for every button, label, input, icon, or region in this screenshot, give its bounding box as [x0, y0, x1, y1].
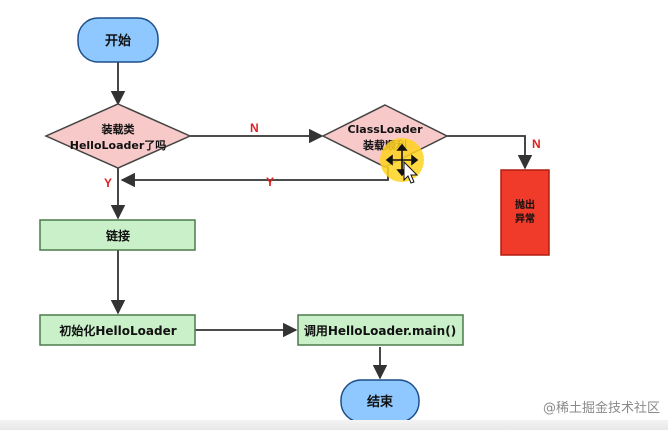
edge-classloader-to-throw [447, 135, 533, 170]
move-cursor-icon [380, 138, 424, 184]
init-label: 初始化HelloLoader [59, 323, 176, 338]
start-label: 开始 [105, 33, 131, 49]
start-node: 开始 [77, 17, 159, 63]
init-node: 初始化HelloLoader [39, 314, 196, 346]
call-main-node: 调用HelloLoader.main() [297, 314, 464, 346]
throw-line2: 异常 [515, 212, 535, 225]
edge-label-n-throw: N [532, 137, 541, 151]
throw-line1: 抛出 [515, 198, 535, 211]
decision-loaded-line2: HelloLoader了吗 [70, 139, 167, 152]
throw-exception-node: 抛出 异常 [500, 169, 550, 256]
bottom-strip [0, 420, 668, 430]
edge-classloader-back-to-main [120, 167, 389, 188]
decision-classloader-line1: ClassLoader [347, 123, 423, 136]
end-node: 结束 [340, 379, 420, 423]
edge-label-y-back: Y [266, 175, 274, 189]
end-label: 结束 [367, 394, 394, 410]
edge-label-y-down: Y [104, 176, 112, 190]
edge-label-n-classloader: N [250, 121, 259, 135]
link-label: 链接 [106, 228, 130, 243]
watermark: @稀土掘金技术社区 [542, 401, 660, 416]
decision-loaded-line1: 装载类 [101, 122, 136, 136]
call-main-label: 调用HelloLoader.main() [304, 324, 456, 338]
decision-loaded-node: 装载类 HelloLoader了吗 [44, 103, 192, 169]
link-node: 链接 [39, 219, 196, 251]
